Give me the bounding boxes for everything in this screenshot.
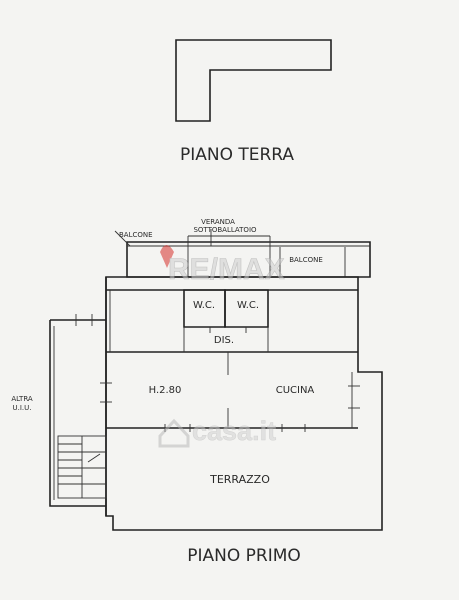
casa-house-icon <box>158 418 190 448</box>
sottoballatoio-label: SOTTOBALLATOIO <box>193 226 257 234</box>
uiu-label: U.I.U. <box>13 404 32 412</box>
balcone-left-label: BALCONE <box>119 231 153 239</box>
veranda-label: VERANDA <box>201 218 235 226</box>
cucina-label: CUCINA <box>276 385 315 396</box>
terrazzo-label: TERRAZZO <box>209 473 270 486</box>
adjacent-unit-outline <box>49 319 106 507</box>
balcony-strip <box>126 241 371 278</box>
wc-right-label: W.C. <box>237 300 259 311</box>
ground-floor-title: PIANO TERRA <box>180 145 294 165</box>
ground-floor-plan <box>175 39 332 122</box>
first-floor-title: PIANO PRIMO <box>187 546 301 566</box>
remax-watermark: RE/MAX <box>160 245 285 286</box>
casa-logo-text: casa.it <box>192 416 276 446</box>
dis-label: DIS. <box>214 335 234 346</box>
remax-balloon-icon <box>160 245 174 268</box>
ground-floor-outline <box>175 39 332 122</box>
altra-label: ALTRA <box>11 395 33 403</box>
staircase <box>57 435 107 499</box>
height-label: H.2.80 <box>149 385 182 396</box>
remax-logo-text: RE/MAX <box>168 253 285 286</box>
wc-left-label: W.C. <box>193 300 215 311</box>
balcone-right-label: BALCONE <box>289 256 323 264</box>
casa-watermark: casa.it <box>158 416 276 448</box>
first-floor-plan <box>49 229 383 531</box>
first-floor-outline <box>105 276 383 531</box>
